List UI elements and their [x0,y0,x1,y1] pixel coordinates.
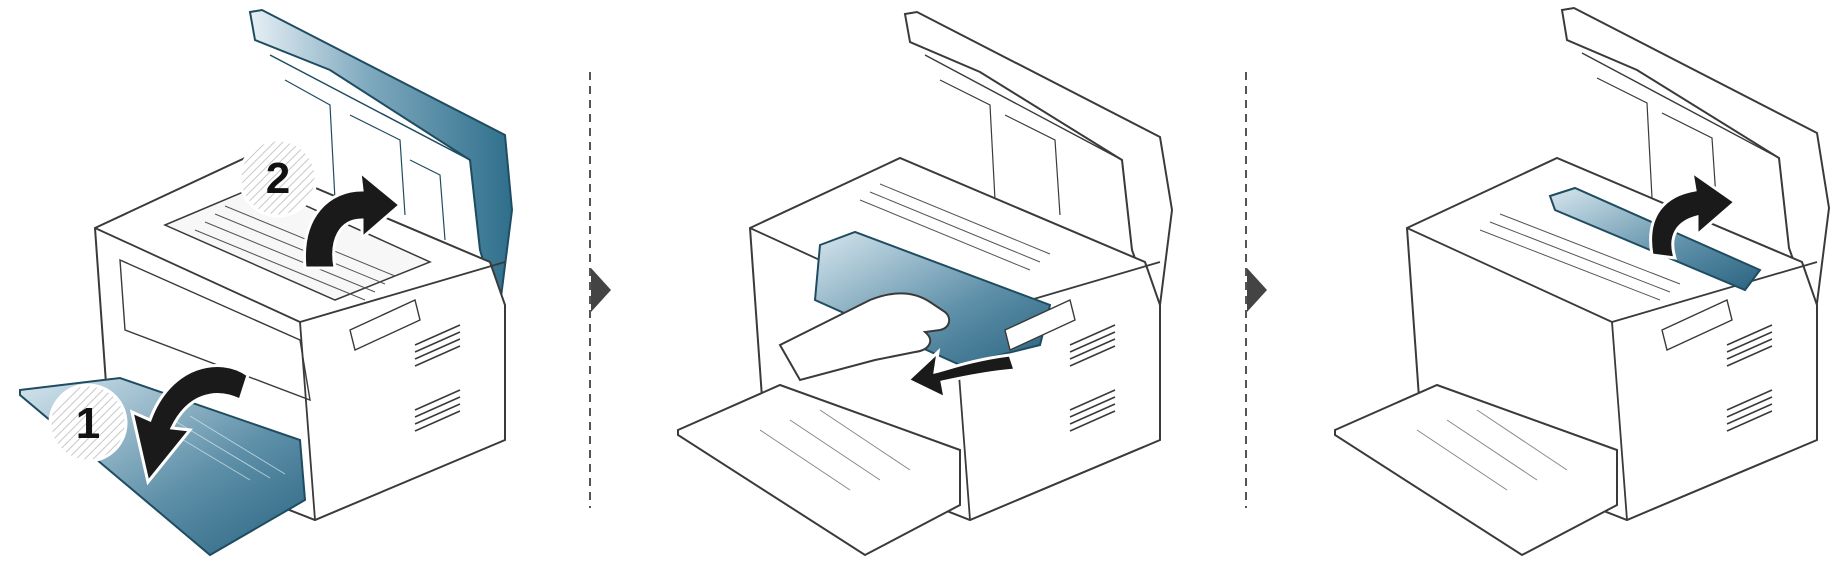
svg-text:2: 2 [266,154,290,203]
curved-arrow-icon [129,364,250,486]
printer-front-tray [1334,383,1618,557]
chevron-right-icon [1247,268,1267,312]
curved-arrow-icon [905,347,1018,401]
step-badge-2: 2 [238,138,318,218]
curved-arrow-icon [1649,168,1738,260]
panel-1: 1 2 [19,8,514,557]
panel-3 [1334,6,1831,557]
hand-icon [778,292,951,382]
svg-text:1: 1 [76,399,100,448]
curved-arrow-icon [302,168,403,270]
printer-front-tray [677,383,961,557]
chevron-right-icon [591,268,611,312]
toner-cartridge [813,230,1052,367]
panel-2 [677,10,1174,557]
step-badge-1: 1 [48,383,128,463]
